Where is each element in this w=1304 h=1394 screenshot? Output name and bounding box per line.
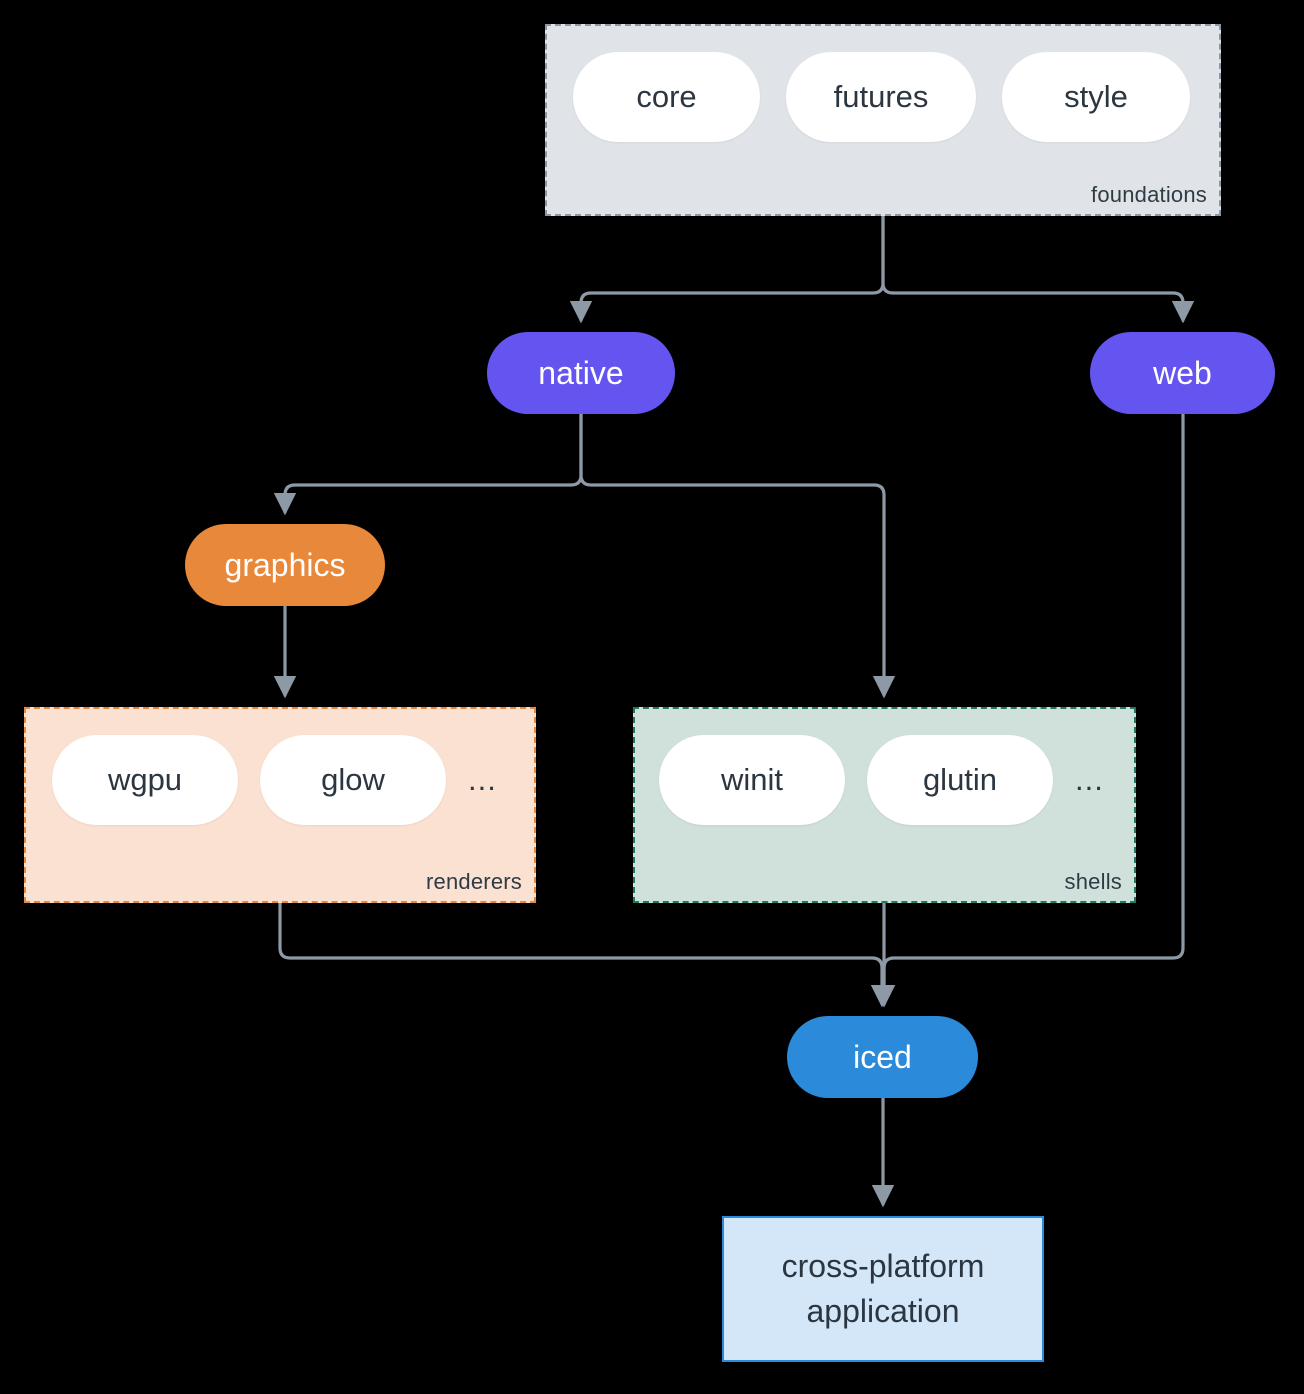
cluster-foundations-label-wrap: foundations bbox=[545, 24, 1221, 216]
leaf-winit[interactable]: winit bbox=[659, 735, 845, 825]
edge-renderers-iced bbox=[278, 901, 894, 1008]
leaf-style[interactable]: style bbox=[1002, 52, 1190, 142]
leaf-glow[interactable]: glow bbox=[260, 735, 446, 825]
application-label-line2: application bbox=[806, 1293, 960, 1329]
cluster-renderers-items: wgpu glow ... bbox=[52, 735, 522, 825]
leaf-core[interactable]: core bbox=[573, 52, 760, 142]
edge-foundations-native bbox=[569, 214, 885, 324]
edge-native-shells bbox=[579, 412, 896, 699]
leaf-futures[interactable]: futures bbox=[786, 52, 976, 142]
cluster-shells-ellipsis: ... bbox=[1075, 762, 1104, 797]
cluster-renderers-ellipsis: ... bbox=[468, 762, 497, 797]
cluster-shells-items: winit glutin ... bbox=[659, 735, 1119, 825]
leaf-glutin[interactable]: glutin bbox=[867, 735, 1053, 825]
application-label-line1: cross-platform bbox=[781, 1247, 985, 1284]
node-graphics[interactable]: graphics bbox=[185, 524, 385, 606]
node-iced[interactable]: iced bbox=[787, 1016, 978, 1098]
edge-foundations-web bbox=[881, 214, 1195, 324]
node-web[interactable]: web bbox=[1090, 332, 1275, 414]
cluster-foundations-items: core futures style bbox=[573, 52, 1193, 142]
edge-native-graphics bbox=[273, 412, 583, 516]
node-cross-platform-application[interactable]: cross-platform application bbox=[722, 1216, 1044, 1362]
node-native[interactable]: native bbox=[487, 332, 675, 414]
cluster-renderers-label: renderers bbox=[426, 869, 522, 894]
leaf-wgpu[interactable]: wgpu bbox=[52, 735, 238, 825]
cluster-renderers-label-wrap: renderers bbox=[24, 707, 536, 903]
cluster-shells-label: shells bbox=[1064, 869, 1122, 894]
cluster-shells-label-wrap: shells bbox=[633, 707, 1136, 903]
cluster-foundations-label: foundations bbox=[1091, 182, 1207, 207]
